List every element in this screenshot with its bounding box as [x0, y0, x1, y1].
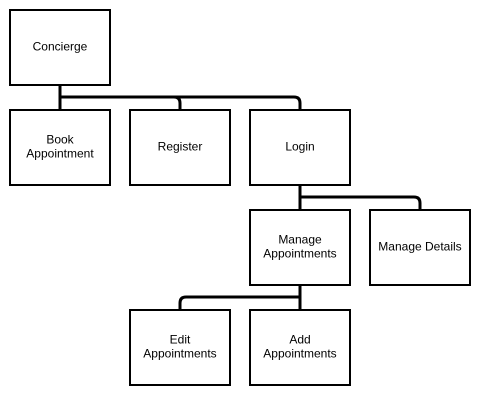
node-label-edit-appointments-line-2: Appointments: [143, 347, 216, 361]
node-label-manage-appointments-line-1: Manage: [278, 233, 322, 247]
node-label-concierge-line-1: Concierge: [33, 40, 88, 54]
node-concierge: Concierge: [9, 9, 111, 86]
node-box-manage-appointments: [249, 209, 351, 286]
node-label-book-appointment-line-2: Appointment: [26, 147, 94, 161]
node-label-login-line-1: Login: [285, 140, 314, 154]
node-box-book-appointment: [9, 109, 111, 186]
node-login: Login: [249, 109, 351, 186]
node-box-add-appointments: [249, 309, 351, 386]
node-box-edit-appointments: [129, 309, 231, 386]
node-box-concierge: [9, 9, 111, 86]
node-label-register-line-1: Register: [158, 140, 203, 154]
node-label-edit-appointments-line-1: Edit: [170, 333, 191, 347]
node-manage-details: Manage Details: [369, 209, 471, 286]
connector-layer: [58, 85, 422, 310]
node-label-add-appointments-line-2: Appointments: [263, 347, 336, 361]
node-box-login: [249, 109, 351, 186]
node-register: Register: [129, 109, 231, 186]
connector-manage-appointments-to-edit-appointments: [178, 285, 302, 310]
connector-concierge-to-login: [58, 85, 302, 110]
node-box-register: [129, 109, 231, 186]
connector-login-to-manage-details: [298, 185, 422, 210]
node-label-manage-details-line-1: Manage Details: [378, 240, 461, 254]
node-label-manage-appointments-line-2: Appointments: [263, 247, 336, 261]
node-label-book-appointment-line-1: Book: [46, 133, 74, 147]
node-box-manage-details: [369, 209, 471, 286]
node-label-add-appointments-line-1: Add: [289, 333, 310, 347]
